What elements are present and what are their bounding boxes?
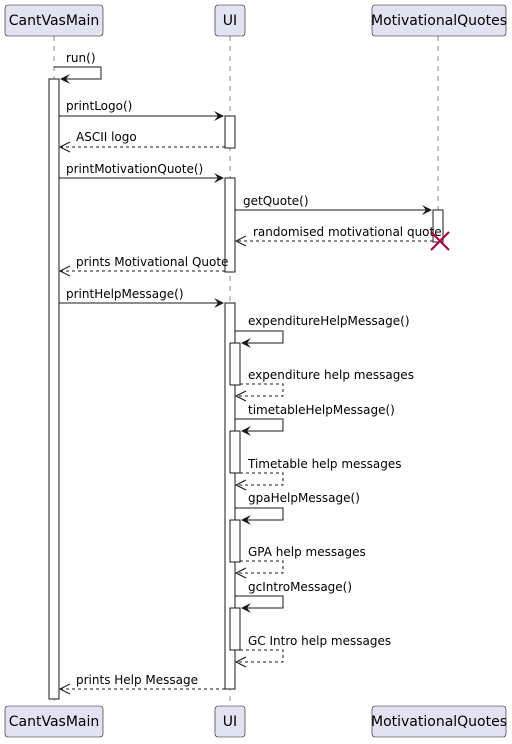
message-label-gpa-help-messages: GPA help messages bbox=[248, 545, 366, 559]
message-gpahelpmessage: gpaHelpMessage() bbox=[235, 491, 360, 525]
message-printlogo: printLogo() bbox=[59, 99, 224, 121]
message-run: run() bbox=[54, 51, 102, 84]
message-label-prints-motivational-quote: prints Motivational Quote bbox=[76, 255, 228, 269]
message-label-expenditure-help-messages: expenditure help messages bbox=[248, 368, 414, 382]
message-prints-motivational-quote: prints Motivational Quote bbox=[58, 255, 228, 277]
activation-ui-gpa bbox=[229, 519, 241, 563]
message-randomised-quote: randomised motivational quote bbox=[234, 225, 442, 247]
participant-box-ui-top bbox=[214, 4, 246, 37]
participant-box-cantvasmain-top bbox=[4, 4, 104, 37]
participant-label-motivationalquotes-bottom: MotivationalQuotes bbox=[371, 714, 507, 730]
activation-cantvasmain bbox=[48, 78, 60, 700]
activation-ui-printmotivationquote bbox=[224, 177, 236, 273]
message-label-printlogo: printLogo() bbox=[66, 99, 132, 113]
activation-ui-timetable bbox=[229, 430, 241, 474]
activation-ui-gcintro bbox=[229, 607, 241, 651]
participant-box-motivationalquotes-bottom bbox=[371, 705, 507, 738]
message-gcintromessage: gcIntroMessage() bbox=[235, 580, 352, 613]
participant-label-motivationalquotes-top: MotivationalQuotes bbox=[371, 13, 507, 29]
destroy-mark-motivationalquotes bbox=[430, 231, 450, 251]
message-label-gpahelpmessage: gpaHelpMessage() bbox=[248, 491, 360, 505]
message-label-prints-help-message: prints Help Message bbox=[76, 673, 198, 687]
message-label-run: run() bbox=[66, 51, 96, 65]
message-gc-intro-help-messages: GC Intro help messages bbox=[234, 634, 391, 668]
message-printhelpmessage: printHelpMessage() bbox=[59, 287, 224, 308]
message-gpa-help-messages: GPA help messages bbox=[234, 545, 366, 579]
participant-box-cantvasmain-bottom bbox=[4, 705, 104, 738]
message-label-gcintromessage: gcIntroMessage() bbox=[248, 580, 352, 594]
message-label-timetable-help-messages: Timetable help messages bbox=[247, 457, 402, 471]
message-label-printmotivationquote: printMotivationQuote() bbox=[66, 162, 203, 176]
message-ascii-logo: ASCII logo bbox=[58, 130, 225, 153]
participant-label-cantvasmain-top: CantVasMain bbox=[9, 13, 100, 29]
message-prints-help-message: prints Help Message bbox=[58, 673, 225, 695]
message-expenditurehelpmessage: expenditureHelpMessage() bbox=[235, 314, 410, 348]
activation-ui-printlogo bbox=[224, 115, 236, 149]
message-label-randomised-quote: randomised motivational quote bbox=[253, 225, 442, 239]
participant-label-cantvasmain-bottom: CantVasMain bbox=[9, 714, 100, 730]
message-timetablehelpmessage: timetableHelpMessage() bbox=[235, 403, 395, 436]
message-label-ascii-logo: ASCII logo bbox=[76, 130, 137, 144]
message-expenditure-help-messages: expenditure help messages bbox=[234, 368, 414, 402]
message-getquote: getQuote() bbox=[235, 194, 432, 215]
message-label-gc-intro-help-messages: GC Intro help messages bbox=[248, 634, 391, 648]
message-timetable-help-messages: Timetable help messages bbox=[234, 457, 402, 491]
message-label-expenditurehelpmessage: expenditureHelpMessage() bbox=[248, 314, 410, 328]
participant-label-ui-top: UI bbox=[223, 13, 237, 29]
participant-box-motivationalquotes-top bbox=[371, 4, 507, 37]
message-label-getquote: getQuote() bbox=[243, 194, 309, 208]
message-label-timetablehelpmessage: timetableHelpMessage() bbox=[248, 403, 395, 417]
participant-label-ui-bottom: UI bbox=[223, 714, 237, 730]
activation-ui-expenditure bbox=[229, 342, 241, 386]
participant-box-ui-bottom bbox=[214, 705, 246, 738]
message-printmotivationquote: printMotivationQuote() bbox=[59, 162, 224, 183]
message-label-printhelpmessage: printHelpMessage() bbox=[66, 287, 184, 301]
activation-ui-printhelpmessage bbox=[224, 302, 236, 690]
